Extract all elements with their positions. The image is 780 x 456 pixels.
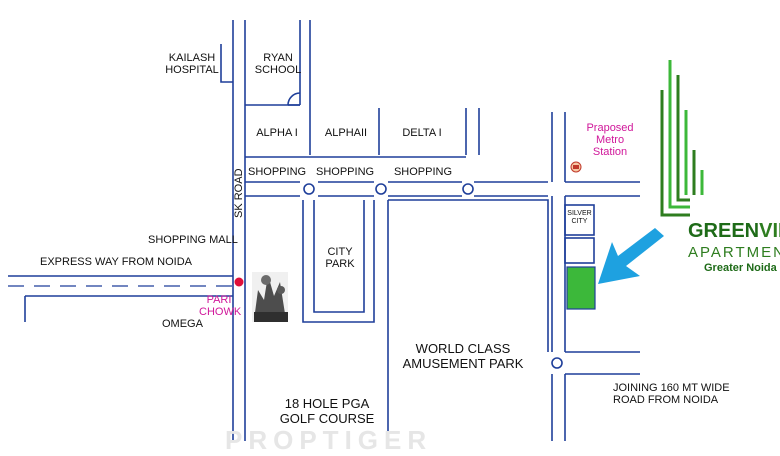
logo-subtitle: APARTMENT: [688, 244, 780, 261]
amusement-park-north-east: [388, 199, 549, 352]
city-park-block: [302, 200, 375, 323]
omega-label: OMEGA: [162, 318, 203, 330]
green-view-logo-mark: [660, 60, 704, 217]
shopping-mall-label: SHOPPING MALL: [148, 234, 238, 246]
small-block: [564, 237, 595, 264]
alpha-i-label: ALPHA I: [256, 127, 298, 139]
silver-city-block: [564, 204, 595, 236]
shopping-label-1: SHOPPING: [248, 166, 307, 178]
logo-brand: GREENVIEW: [688, 220, 780, 243]
ryan-school-curve: [287, 92, 301, 106]
shopping-label-3: SHOPPING: [393, 166, 453, 178]
city-park-label: CITY PARK: [325, 246, 355, 270]
sk-road-label: SK ROAD: [233, 168, 245, 218]
shopping-label-2: SHOPPING: [316, 166, 375, 178]
metro-station-label: Praposed Metro Station: [586, 122, 634, 158]
golf-course-label: 18 HOLE PGA GOLF COURSE: [279, 396, 375, 426]
kailash-hospital-block: [220, 44, 233, 83]
pari-chowk-sculpture: [252, 272, 288, 322]
kailash-hospital-label: KAILASH HOSPITAL: [165, 52, 219, 76]
delta-i-label: DELTA I: [402, 127, 442, 139]
roundabout-3: [462, 183, 474, 195]
roundabout-2: [375, 183, 387, 195]
amusement-park-label: WORLD CLASS AMUSEMENT PARK: [402, 341, 524, 371]
silver-city-label: SILVER CITY: [567, 210, 592, 225]
alpha-ii-label: ALPHAII: [324, 127, 368, 139]
pari-chowk-label: PARI CHOWK: [199, 294, 242, 318]
road-network: [8, 20, 704, 441]
roundabout-1: [303, 183, 315, 195]
city-park-inner: [313, 200, 365, 313]
green-view-plot: [566, 266, 596, 310]
pari-chowk-marker: [234, 277, 244, 287]
project-location-arrow: [598, 228, 664, 284]
metro-station-icon: [570, 161, 582, 173]
location-map: KAILASH HOSPITAL RYAN SCHOOL ALPHA I ALP…: [8, 20, 780, 455]
roundabout-4: [551, 357, 563, 369]
ryan-school-label: RYAN SCHOOL: [254, 52, 302, 76]
logo-brand-green: GREEN: [688, 220, 760, 242]
logo-city: Greater Noida: [704, 262, 777, 274]
logo-brand-view: VIEW: [759, 220, 780, 242]
joining-road-label: JOINING 160 MT WIDE ROAD FROM NOIDA: [613, 382, 730, 406]
expressway-label: EXPRESS WAY FROM NOIDA: [40, 256, 192, 268]
